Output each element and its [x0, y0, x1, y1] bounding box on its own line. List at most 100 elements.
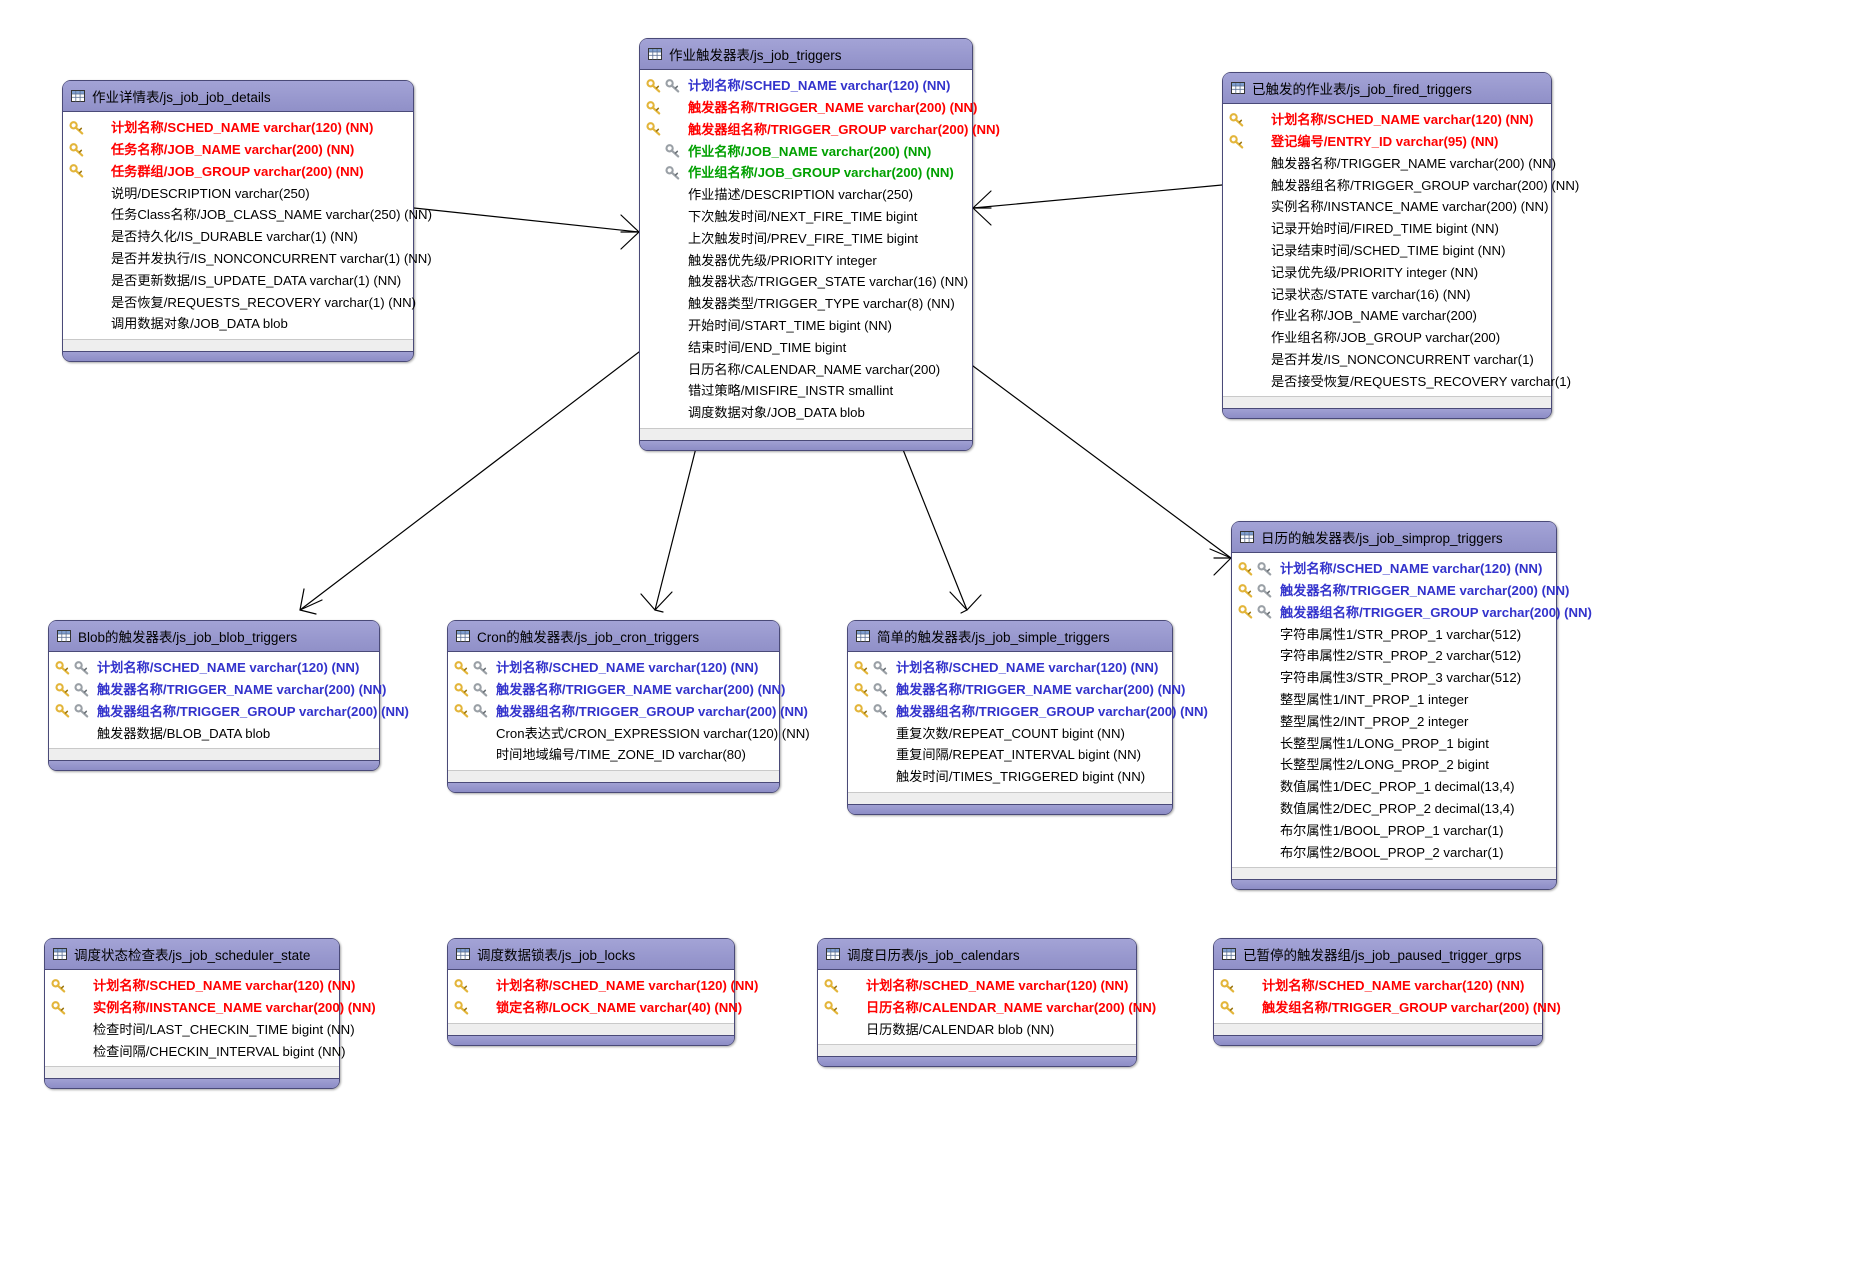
- attribute-row[interactable]: 开始时间/START_TIME bigint (NN): [640, 315, 972, 337]
- attribute-row[interactable]: 触发器组名称/TRIGGER_GROUP varchar(200) (NN): [49, 701, 409, 723]
- attribute-row[interactable]: 结束时间/END_TIME bigint: [640, 337, 972, 359]
- entity-header-job_triggers[interactable]: 作业触发器表/js_job_triggers: [640, 39, 972, 70]
- attribute-row[interactable]: 计划名称/SCHED_NAME varchar(120) (NN): [45, 975, 355, 997]
- attribute-row[interactable]: 触发器组名称/TRIGGER_GROUP varchar(200) (NN): [1223, 174, 1579, 196]
- attribute-row[interactable]: 是否更新数据/IS_UPDATE_DATA varchar(1) (NN): [63, 270, 413, 292]
- attribute-row[interactable]: 计划名称/SCHED_NAME varchar(120) (NN): [1232, 558, 1556, 580]
- attribute-row[interactable]: 整型属性2/INT_PROP_2 integer: [1232, 711, 1556, 733]
- entity-header-cron_triggers[interactable]: Cron的触发器表/js_job_cron_triggers: [448, 621, 779, 652]
- attribute-row[interactable]: 记录优先级/PRIORITY integer (NN): [1223, 262, 1551, 284]
- attribute-row[interactable]: 布尔属性2/BOOL_PROP_2 varchar(1): [1232, 841, 1556, 863]
- attribute-row[interactable]: 触发器名称/TRIGGER_NAME varchar(200) (NN): [448, 679, 785, 701]
- attribute-row[interactable]: 字符串属性2/STR_PROP_2 varchar(512): [1232, 645, 1556, 667]
- entity-scheduler_state[interactable]: 调度状态检查表/js_job_scheduler_state 计划名称/SCHED…: [44, 938, 376, 1090]
- attribute-row[interactable]: 任务群组/JOB_GROUP varchar(200) (NN): [63, 161, 413, 183]
- attribute-row[interactable]: 计划名称/SCHED_NAME varchar(120) (NN): [848, 657, 1172, 679]
- entity-header-calendars[interactable]: 调度日历表/js_job_calendars: [818, 939, 1136, 970]
- attribute-row[interactable]: 计划名称/SCHED_NAME varchar(120) (NN): [448, 657, 779, 679]
- attribute-row[interactable]: 数值属性2/DEC_PROP_2 decimal(13,4): [1232, 798, 1556, 820]
- attribute-row[interactable]: 日历名称/CALENDAR_NAME varchar(200): [640, 358, 972, 380]
- entity-simprop_triggers[interactable]: 日历的触发器表/js_job_simprop_triggers 计划名称/SCHE…: [1231, 521, 1592, 891]
- attribute-row[interactable]: 调度数据对象/JOB_DATA blob: [640, 402, 972, 424]
- attribute-row[interactable]: 触发器组名称/TRIGGER_GROUP varchar(200) (NN): [640, 119, 1000, 141]
- entity-header-blob_triggers[interactable]: Blob的触发器表/js_job_blob_triggers: [49, 621, 379, 652]
- attribute-row[interactable]: 上次触发时间/PREV_FIRE_TIME bigint: [640, 228, 972, 250]
- attribute-row[interactable]: 调用数据对象/JOB_DATA blob: [63, 313, 413, 335]
- attribute-row[interactable]: 触发器名称/TRIGGER_NAME varchar(200) (NN): [848, 679, 1185, 701]
- attribute-row[interactable]: 触发器优先级/PRIORITY integer: [640, 249, 972, 271]
- entity-header-job_details[interactable]: 作业详情表/js_job_job_details: [63, 81, 413, 112]
- attribute-row[interactable]: 实例名称/INSTANCE_NAME varchar(200) (NN): [1223, 196, 1551, 218]
- attribute-row[interactable]: 任务Class名称/JOB_CLASS_NAME varchar(250) (N…: [63, 204, 432, 226]
- attribute-row[interactable]: 锁定名称/LOCK_NAME varchar(40) (NN): [448, 997, 742, 1019]
- attribute-row[interactable]: 作业名称/JOB_NAME varchar(200) (NN): [640, 140, 972, 162]
- attribute-row[interactable]: 触发器组名称/TRIGGER_GROUP varchar(200) (NN): [848, 701, 1208, 723]
- attribute-row[interactable]: 触发组名称/TRIGGER_GROUP varchar(200) (NN): [1214, 997, 1561, 1019]
- attribute-row[interactable]: 是否接受恢复/REQUESTS_RECOVERY varchar(1): [1223, 371, 1571, 393]
- attribute-row[interactable]: 记录开始时间/FIRED_TIME bigint (NN): [1223, 218, 1551, 240]
- entity-header-simple_triggers[interactable]: 简单的触发器表/js_job_simple_triggers: [848, 621, 1172, 652]
- entity-paused_trigger_grps[interactable]: 已暂停的触发器组/js_job_paused_trigger_grps 计划名称/…: [1213, 938, 1561, 1046]
- attribute-row[interactable]: 是否持久化/IS_DURABLE varchar(1) (NN): [63, 226, 413, 248]
- entity-simple_triggers[interactable]: 简单的触发器表/js_job_simple_triggers 计划名称/SCHED…: [847, 620, 1208, 815]
- attribute-row[interactable]: 触发器名称/TRIGGER_NAME varchar(200) (NN): [1232, 580, 1569, 602]
- attribute-row[interactable]: 作业组名称/JOB_GROUP varchar(200): [1223, 327, 1551, 349]
- attribute-row[interactable]: 作业名称/JOB_NAME varchar(200): [1223, 305, 1551, 327]
- attribute-row[interactable]: 计划名称/SCHED_NAME varchar(120) (NN): [640, 75, 972, 97]
- attribute-row[interactable]: 作业描述/DESCRIPTION varchar(250): [640, 184, 972, 206]
- attribute-row[interactable]: 触发器类型/TRIGGER_TYPE varchar(8) (NN): [640, 293, 972, 315]
- attribute-row[interactable]: 触发器名称/TRIGGER_NAME varchar(200) (NN): [1223, 153, 1556, 175]
- entity-header-simprop_triggers[interactable]: 日历的触发器表/js_job_simprop_triggers: [1232, 522, 1556, 553]
- attribute-row[interactable]: 计划名称/SCHED_NAME varchar(120) (NN): [448, 975, 758, 997]
- attribute-row[interactable]: 数值属性1/DEC_PROP_1 decimal(13,4): [1232, 776, 1556, 798]
- attribute-row[interactable]: 触发时间/TIMES_TRIGGERED bigint (NN): [848, 766, 1172, 788]
- attribute-row[interactable]: 重复间隔/REPEAT_INTERVAL bigint (NN): [848, 744, 1172, 766]
- attribute-row[interactable]: 触发器名称/TRIGGER_NAME varchar(200) (NN): [49, 679, 386, 701]
- attribute-row[interactable]: 任务名称/JOB_NAME varchar(200) (NN): [63, 139, 413, 161]
- attribute-row[interactable]: 计划名称/SCHED_NAME varchar(120) (NN): [818, 975, 1136, 997]
- attribute-row[interactable]: 是否恢复/REQUESTS_RECOVERY varchar(1) (NN): [63, 291, 416, 313]
- attribute-row[interactable]: 计划名称/SCHED_NAME varchar(120) (NN): [1223, 109, 1551, 131]
- attribute-row[interactable]: 触发器组名称/TRIGGER_GROUP varchar(200) (NN): [448, 701, 808, 723]
- entity-cron_triggers[interactable]: Cron的触发器表/js_job_cron_triggers 计划名称/SCHED…: [447, 620, 810, 793]
- attribute-row[interactable]: 作业组名称/JOB_GROUP varchar(200) (NN): [640, 162, 972, 184]
- attribute-row[interactable]: 是否并发/IS_NONCONCURRENT varchar(1): [1223, 349, 1551, 371]
- attribute-row[interactable]: 字符串属性3/STR_PROP_3 varchar(512): [1232, 667, 1556, 689]
- attribute-row[interactable]: 触发器组名称/TRIGGER_GROUP varchar(200) (NN): [1232, 602, 1592, 624]
- attribute-row[interactable]: 布尔属性1/BOOL_PROP_1 varchar(1): [1232, 820, 1556, 842]
- entity-job_details[interactable]: 作业详情表/js_job_job_details 计划名称/SCHED_NAME …: [62, 80, 432, 362]
- attribute-row[interactable]: 日历名称/CALENDAR_NAME varchar(200) (NN): [818, 997, 1156, 1019]
- attribute-row[interactable]: 整型属性1/INT_PROP_1 integer: [1232, 689, 1556, 711]
- attribute-row[interactable]: 时间地域编号/TIME_ZONE_ID varchar(80): [448, 744, 779, 766]
- attribute-row[interactable]: 计划名称/SCHED_NAME varchar(120) (NN): [63, 117, 413, 139]
- entity-blob_triggers[interactable]: Blob的触发器表/js_job_blob_triggers 计划名称/SCHED…: [48, 620, 409, 772]
- attribute-row[interactable]: 日历数据/CALENDAR blob (NN): [818, 1019, 1136, 1041]
- attribute-row[interactable]: 记录状态/STATE varchar(16) (NN): [1223, 283, 1551, 305]
- attribute-row[interactable]: 检查时间/LAST_CHECKIN_TIME bigint (NN): [45, 1019, 355, 1041]
- attribute-row[interactable]: 检查间隔/CHECKIN_INTERVAL bigint (NN): [45, 1040, 346, 1062]
- attribute-row[interactable]: 触发器名称/TRIGGER_NAME varchar(200) (NN): [640, 97, 977, 119]
- entity-job_triggers[interactable]: 作业触发器表/js_job_triggers 计划名称/SCHED_NAME va…: [639, 38, 1000, 451]
- attribute-row[interactable]: 字符串属性1/STR_PROP_1 varchar(512): [1232, 623, 1556, 645]
- attribute-row[interactable]: 说明/DESCRIPTION varchar(250): [63, 182, 413, 204]
- attribute-row[interactable]: Cron表达式/CRON_EXPRESSION varchar(120) (NN…: [448, 722, 810, 744]
- attribute-row[interactable]: 长整型属性2/LONG_PROP_2 bigint: [1232, 754, 1556, 776]
- attribute-row[interactable]: 记录结束时间/SCHED_TIME bigint (NN): [1223, 240, 1551, 262]
- attribute-row[interactable]: 实例名称/INSTANCE_NAME varchar(200) (NN): [45, 997, 376, 1019]
- attribute-row[interactable]: 计划名称/SCHED_NAME varchar(120) (NN): [49, 657, 379, 679]
- attribute-row[interactable]: 下次触发时间/NEXT_FIRE_TIME bigint: [640, 206, 972, 228]
- attribute-row[interactable]: 计划名称/SCHED_NAME varchar(120) (NN): [1214, 975, 1542, 997]
- attribute-row[interactable]: 是否并发执行/IS_NONCONCURRENT varchar(1) (NN): [63, 248, 432, 270]
- attribute-row[interactable]: 重复次数/REPEAT_COUNT bigint (NN): [848, 722, 1172, 744]
- attribute-row[interactable]: 登记编号/ENTRY_ID varchar(95) (NN): [1223, 131, 1551, 153]
- attribute-row[interactable]: 错过策略/MISFIRE_INSTR smallint: [640, 380, 972, 402]
- entity-header-scheduler_state[interactable]: 调度状态检查表/js_job_scheduler_state: [45, 939, 339, 970]
- attribute-row[interactable]: 触发器数据/BLOB_DATA blob: [49, 722, 379, 744]
- attribute-row[interactable]: 长整型属性1/LONG_PROP_1 bigint: [1232, 732, 1556, 754]
- entity-calendars[interactable]: 调度日历表/js_job_calendars 计划名称/SCHED_NAME va…: [817, 938, 1156, 1068]
- attribute-row[interactable]: 触发器状态/TRIGGER_STATE varchar(16) (NN): [640, 271, 972, 293]
- entity-locks[interactable]: 调度数据锁表/js_job_locks 计划名称/SCHED_NAME varch…: [447, 938, 758, 1046]
- entity-header-paused_trigger_grps[interactable]: 已暂停的触发器组/js_job_paused_trigger_grps: [1214, 939, 1542, 970]
- entity-header-locks[interactable]: 调度数据锁表/js_job_locks: [448, 939, 734, 970]
